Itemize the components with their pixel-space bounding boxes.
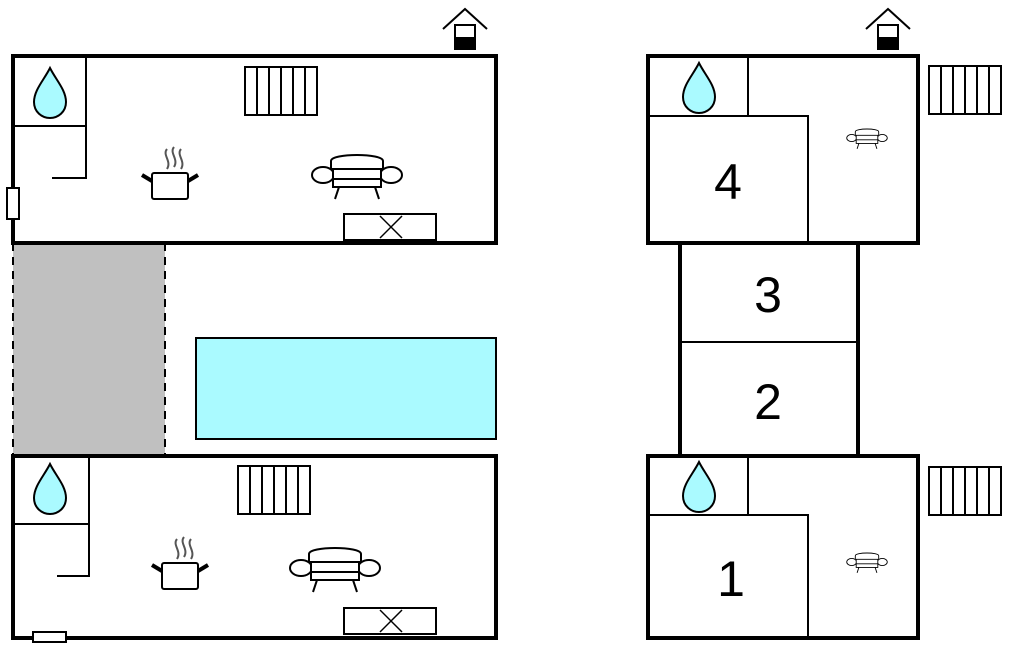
room-number: 1	[717, 551, 745, 607]
door-icon	[6, 187, 20, 220]
terrace-area	[13, 243, 165, 456]
upper-building-walls	[11, 54, 498, 245]
stove-icon	[150, 535, 210, 591]
water-drop-icon	[33, 463, 67, 515]
bathroom-partition	[13, 523, 90, 577]
water-drop-icon	[33, 67, 67, 119]
stove-icon	[140, 145, 200, 201]
heater-icon	[928, 466, 1002, 516]
left-plan	[6, 8, 498, 643]
swimming-pool	[195, 337, 497, 440]
bathroom-partition	[648, 115, 809, 243]
chimney-icon	[865, 8, 911, 50]
right-plan: 4 3 2 1	[646, 8, 1002, 640]
room-number: 2	[754, 374, 782, 430]
room-number: 3	[754, 267, 782, 323]
lower-block-walls	[646, 454, 920, 640]
sofa-icon	[846, 128, 888, 150]
chimney-icon	[442, 8, 488, 50]
heater-icon	[237, 465, 311, 515]
heater-icon	[928, 65, 1002, 115]
bathroom-partition	[648, 514, 809, 638]
bathroom-partition	[13, 125, 87, 179]
sofa-icon	[289, 547, 381, 593]
sofa-icon	[846, 552, 888, 574]
water-drop-icon	[682, 62, 716, 114]
heater-icon	[244, 66, 318, 116]
fireplace-icon	[343, 607, 437, 635]
sofa-icon	[311, 154, 403, 200]
lower-building-walls	[11, 454, 498, 640]
water-drop-icon	[682, 461, 716, 513]
room-number: 4	[714, 154, 742, 210]
fireplace-icon	[343, 213, 437, 241]
door-icon	[32, 631, 67, 643]
